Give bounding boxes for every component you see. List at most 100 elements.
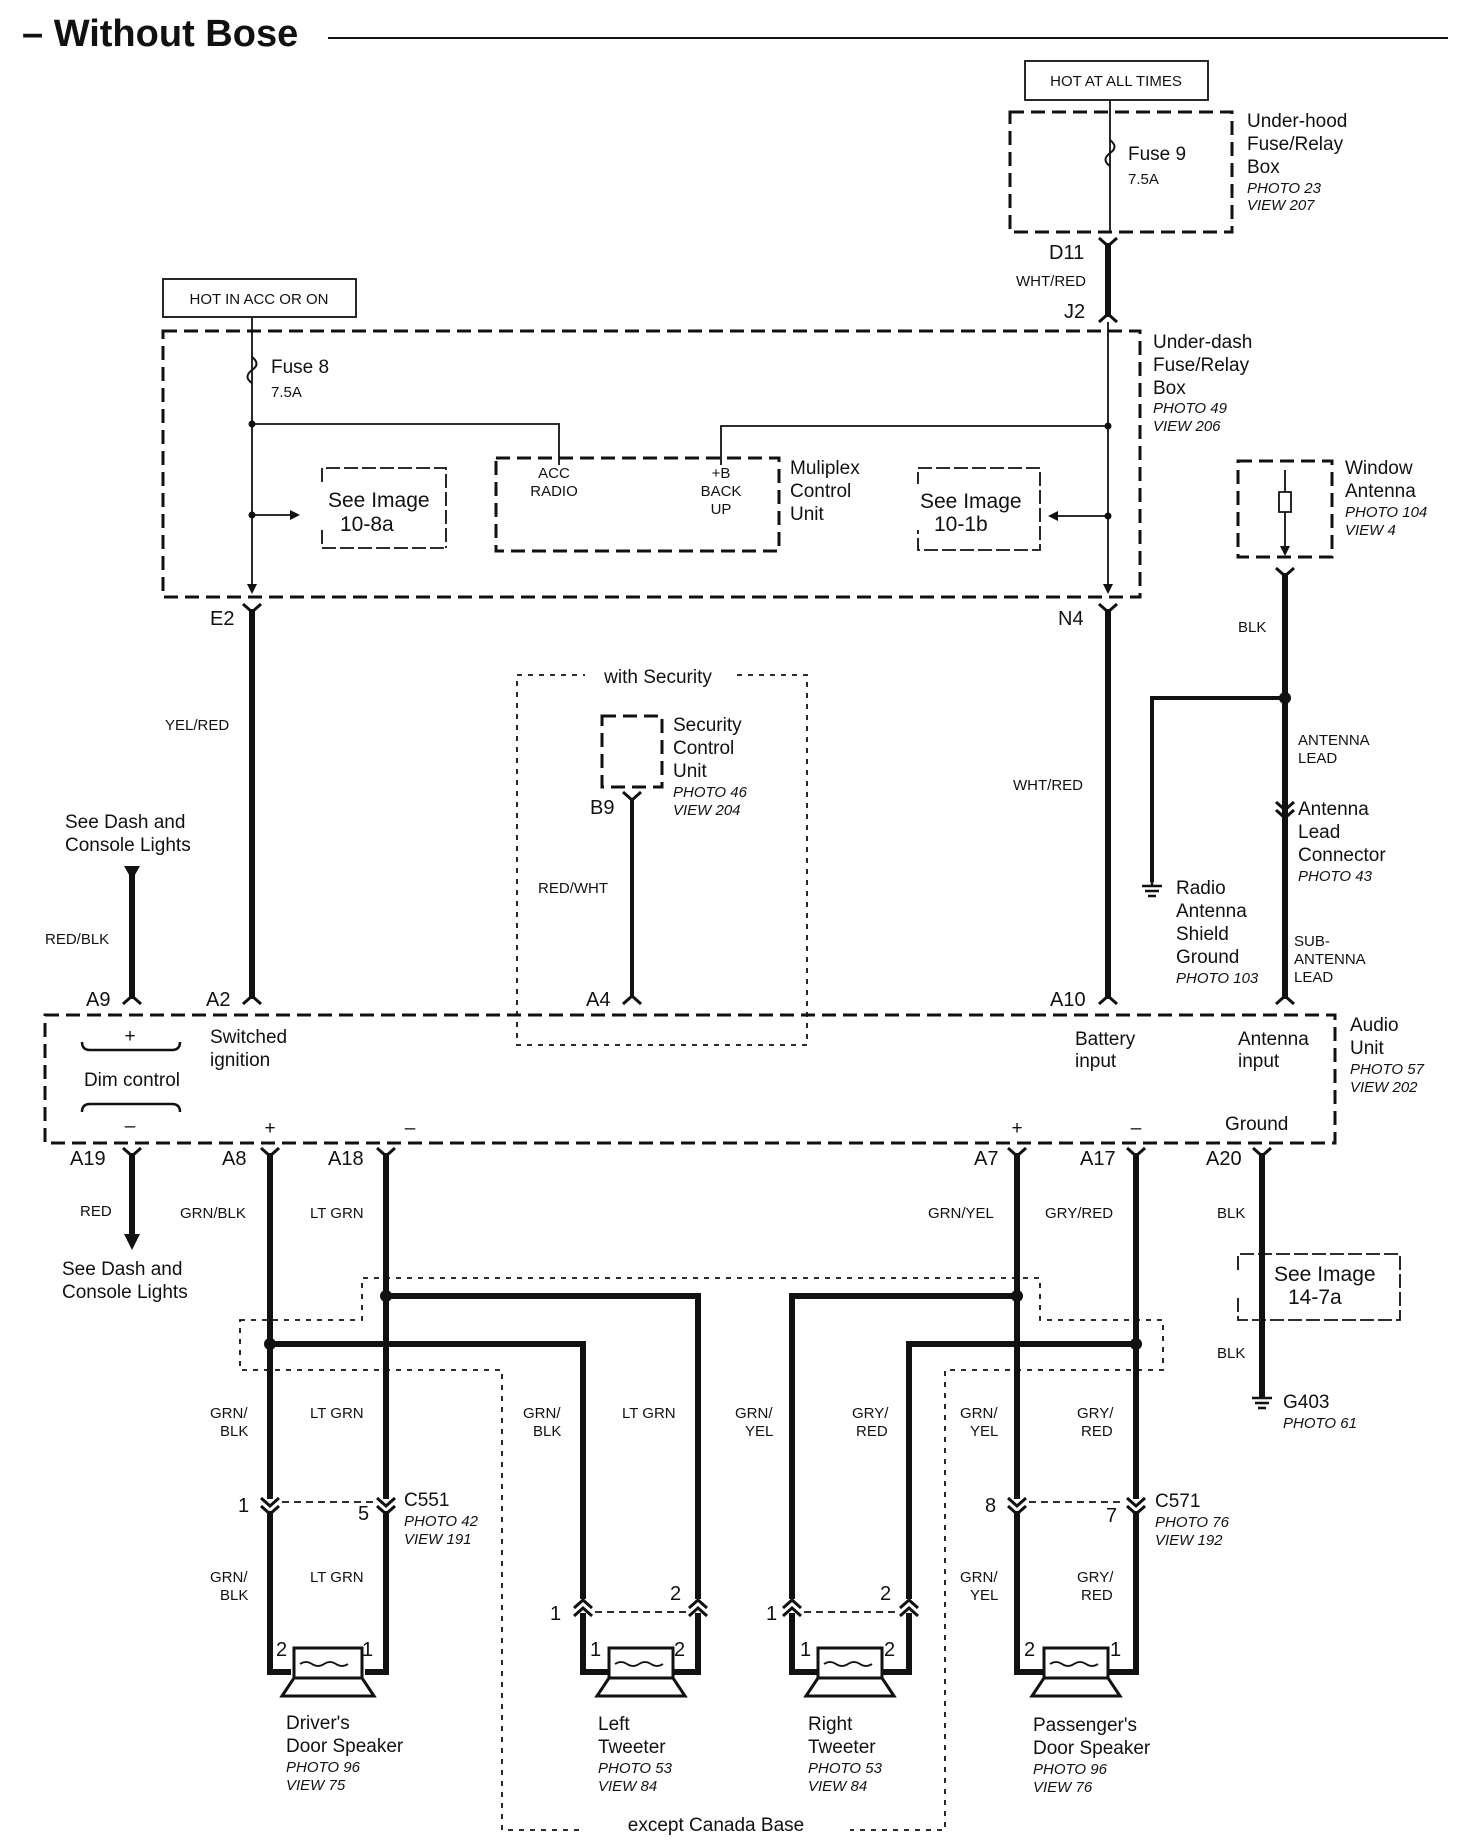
lbl-red-4: RED	[1081, 1423, 1113, 1440]
mcu-b-2: BACK	[701, 483, 742, 500]
dash-lights-bottom-l2: Console Lights	[62, 1282, 188, 1303]
with-security-label-bg	[585, 665, 735, 687]
wire-fuse8-to-acc	[252, 423, 560, 465]
c551-p5: 5	[358, 1503, 369, 1525]
see-10-8a-l1: See Image	[328, 489, 430, 512]
pin-a17: A17	[1080, 1148, 1116, 1170]
wire-wht-red-top-label: WHT/RED	[1016, 273, 1086, 290]
mcu-b-3: UP	[711, 501, 732, 518]
shield-l3: Shield	[1176, 924, 1229, 945]
pin-b9: B9	[590, 797, 614, 819]
lbl-yel-4: YEL	[970, 1423, 998, 1440]
right-tweeter-view: VIEW 84	[808, 1778, 867, 1795]
passenger-l1: Passenger's	[1033, 1715, 1137, 1736]
wire-backup	[720, 425, 1108, 465]
c571-name: C571	[1155, 1491, 1200, 1512]
security-l3: Unit	[673, 761, 708, 782]
lbl-gry-6: GRY/	[1077, 1569, 1114, 1586]
antenna-lead-w1: ANTENNA	[1298, 732, 1370, 749]
audio-ground: Ground	[1225, 1114, 1288, 1135]
speaker-right-tweeter-icon	[789, 1646, 912, 1698]
underhood-l3: Box	[1247, 157, 1280, 178]
left-tweeter-view: VIEW 84	[598, 1778, 657, 1795]
underdash-l3: Box	[1153, 378, 1186, 399]
wire-left-tweeter-neg	[383, 1293, 701, 1599]
audio-antenna-1: Antenna	[1238, 1029, 1309, 1050]
sub-antenna-w1: SUB-	[1294, 933, 1330, 950]
speaker-driver-icon	[267, 1646, 389, 1698]
lbl-grn-6: GRN/	[960, 1569, 998, 1586]
dash-lights-bottom-l1: See Dash and	[62, 1259, 182, 1280]
see-14-7a-bracket	[1237, 1253, 1401, 1321]
c551-view: VIEW 191	[404, 1531, 472, 1548]
fuse9-rating: 7.5A	[1128, 171, 1159, 188]
shield-photo: PHOTO 103	[1176, 970, 1259, 987]
antenna-input-pin	[1274, 994, 1296, 1006]
see-10-8a-l2: 10-8a	[340, 513, 394, 536]
wire-gry-red-label: GRY/RED	[1045, 1205, 1113, 1222]
a8-plus: +	[264, 1118, 275, 1139]
underhood-view: VIEW 207	[1247, 197, 1315, 214]
window-antenna-view: VIEW 4	[1345, 522, 1396, 539]
fuse9-name: Fuse 9	[1128, 144, 1186, 165]
lt-spk-pin-2: 2	[674, 1639, 685, 1661]
rt-spk-pin-1: 1	[800, 1639, 811, 1661]
see-10-8a-bracket	[321, 467, 447, 549]
driver-pin-1: 1	[362, 1639, 373, 1661]
c571-p8: 8	[985, 1495, 996, 1517]
hot-at-all-times-label: HOT AT ALL TIMES	[1050, 73, 1182, 90]
fuse8-rating: 7.5A	[271, 384, 302, 401]
wire-blk-antenna-label: BLK	[1238, 619, 1266, 636]
security-unit-box	[600, 714, 664, 789]
wire-blk-ground-label-2: BLK	[1217, 1345, 1245, 1362]
c551-p1: 1	[238, 1495, 249, 1517]
pass-pin-1: 1	[1110, 1639, 1121, 1661]
pin-a9: A9	[86, 989, 110, 1011]
security-view: VIEW 204	[673, 802, 741, 819]
antenna-connector-l3: Connector	[1298, 845, 1386, 866]
audio-unit-view: VIEW 202	[1350, 1079, 1418, 1096]
fuse8-symbol	[246, 356, 258, 384]
underdash-fuse-box	[161, 329, 1142, 599]
pin-a2: A2	[206, 989, 230, 1011]
g403-photo: PHOTO 61	[1283, 1415, 1357, 1432]
dim-brace-top	[80, 1041, 182, 1052]
antenna-connector-l1: Antenna	[1298, 799, 1369, 820]
mcu-l2: Control	[790, 481, 851, 502]
wire-yel-red-label: YEL/RED	[165, 717, 229, 734]
c551-pin-1	[259, 1496, 281, 1508]
pin-n4: N4	[1058, 608, 1084, 630]
underhood-fuse-box	[1008, 110, 1234, 234]
fuse8-name: Fuse 8	[271, 357, 329, 378]
c571-view: VIEW 192	[1155, 1532, 1223, 1549]
mcu-l3: Unit	[790, 504, 825, 525]
mcu-l1: Muliplex	[790, 458, 860, 479]
lbl-blk-2: BLK	[533, 1423, 561, 1440]
except-canada-label: except Canada Base	[628, 1815, 804, 1836]
audio-switched-1: Switched	[210, 1027, 287, 1048]
window-antenna-photo: PHOTO 104	[1345, 504, 1427, 521]
passenger-photo: PHOTO 96	[1033, 1761, 1108, 1778]
lbl-gry-4: GRY/	[1077, 1405, 1114, 1422]
wire-right-tweeter-neg	[906, 1341, 1139, 1599]
speaker-left-tweeter-icon	[580, 1646, 701, 1698]
c551-photo: PHOTO 42	[404, 1513, 479, 1530]
pin-a4: A4	[586, 989, 610, 1011]
mcu-acc-1: ACC	[538, 465, 570, 482]
arrowhead-10-8a	[290, 510, 300, 520]
hot-in-acc-label: HOT IN ACC OR ON	[190, 291, 329, 308]
rt-conn-p1: 1	[766, 1603, 777, 1625]
pin-a2-connector	[241, 994, 263, 1006]
antenna-lead-w2: LEAD	[1298, 750, 1337, 767]
security-l2: Control	[673, 738, 734, 759]
underhood-l2: Fuse/Relay	[1247, 134, 1344, 155]
c571-pin-7	[1125, 1496, 1147, 1508]
passenger-view: VIEW 76	[1033, 1779, 1093, 1796]
pin-e2: E2	[210, 608, 234, 630]
c551-name: C551	[404, 1490, 449, 1511]
with-security-label: with Security	[603, 667, 712, 688]
lbl-red-6: RED	[1081, 1587, 1113, 1604]
lbl-yel-3: YEL	[745, 1423, 773, 1440]
right-tweeter-l1: Right	[808, 1714, 853, 1735]
wire-lt-grn-label: LT GRN	[310, 1205, 364, 1222]
